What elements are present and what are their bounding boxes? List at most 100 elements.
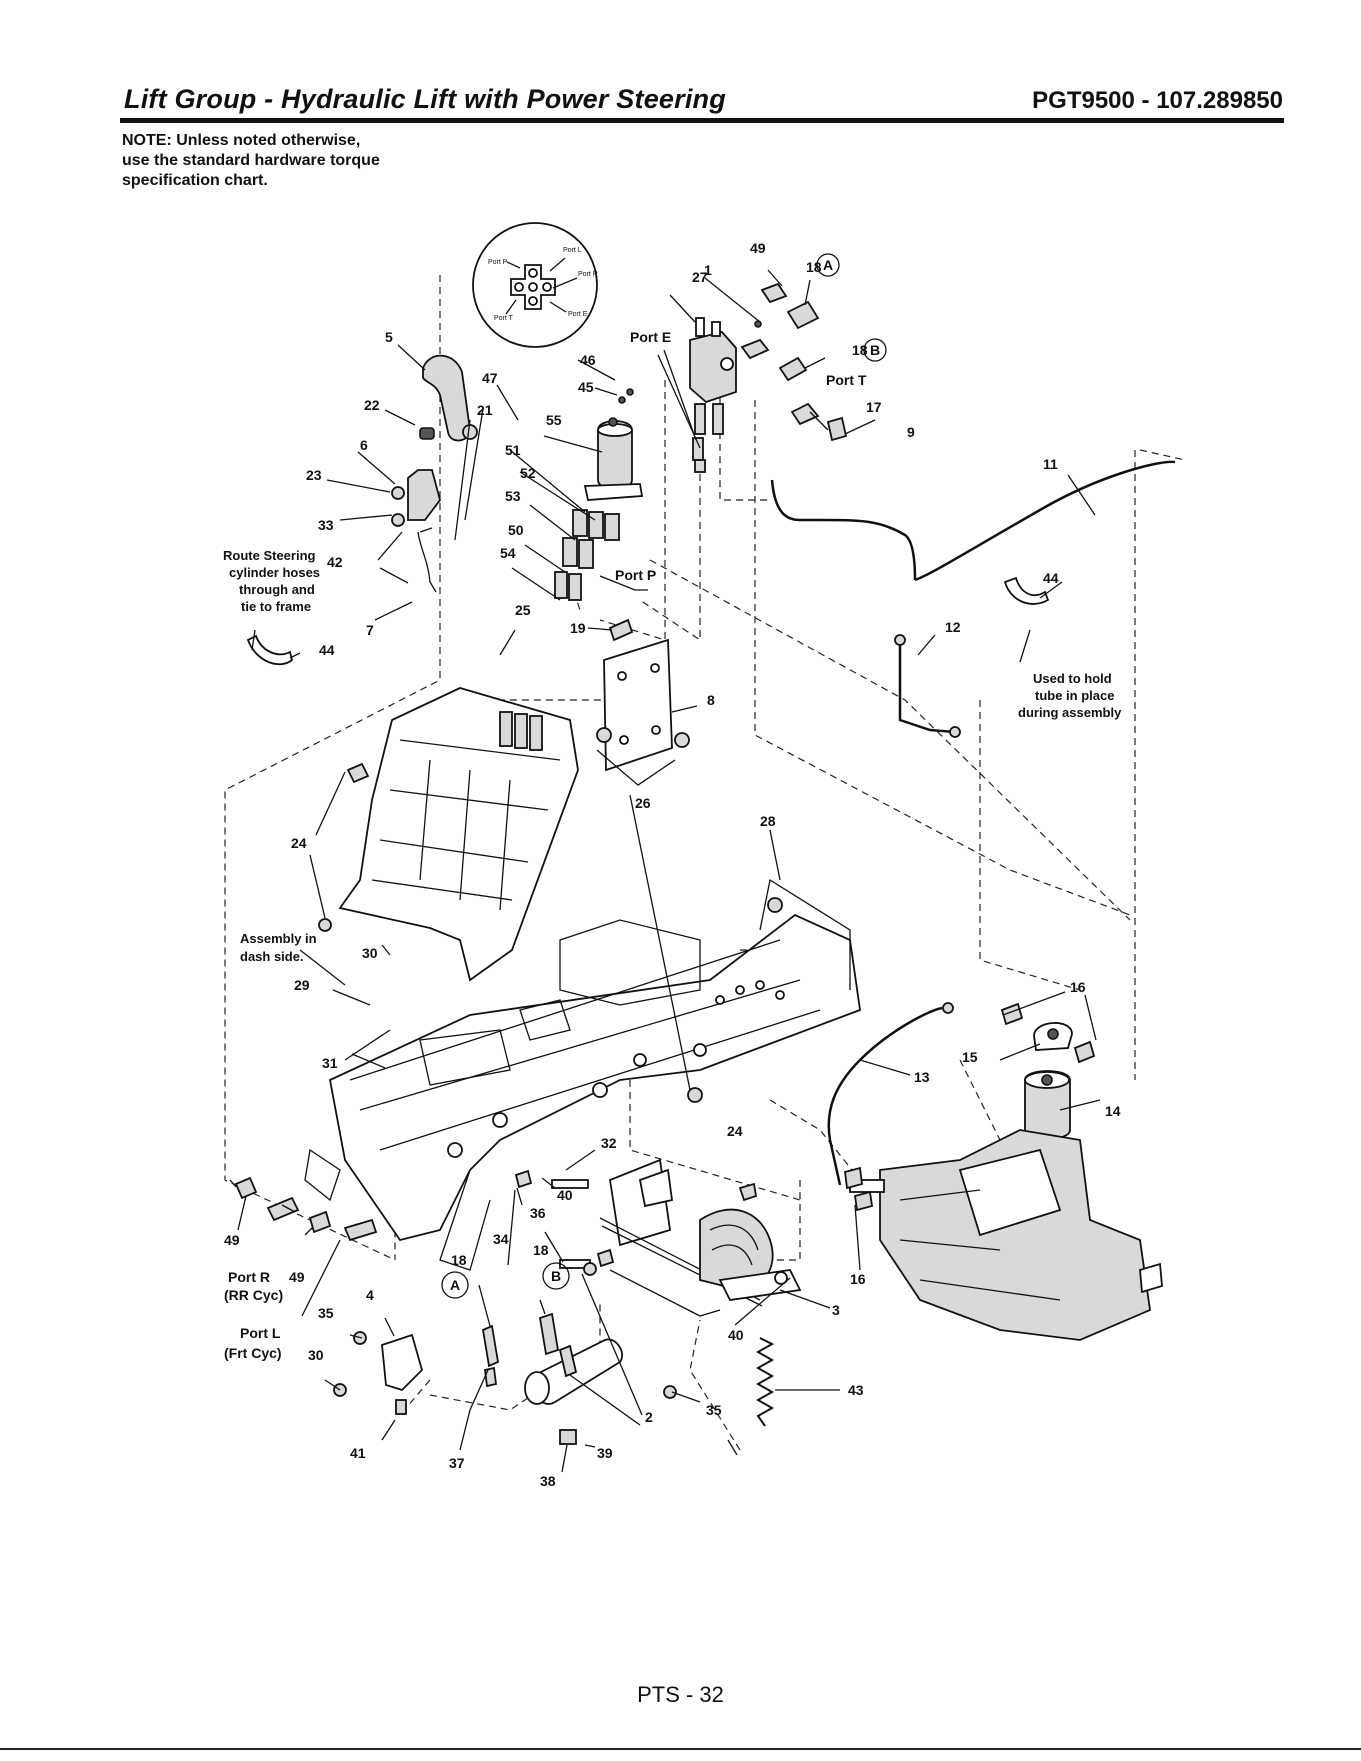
callout-6: 6: [360, 437, 368, 453]
callout-3: 3: [832, 1302, 840, 1318]
callout-51: 51: [505, 442, 521, 458]
main-frame: [304, 878, 861, 1271]
circle-b-upper: B: [870, 342, 880, 358]
circle-b-lower: B: [551, 1268, 561, 1284]
port-p-label: Port P: [615, 567, 656, 583]
callout-55: 55: [546, 412, 562, 428]
callout-21: 21: [477, 402, 493, 418]
callout-18-a-upper: 18: [806, 259, 822, 275]
callout-45: 45: [578, 379, 594, 395]
circle-a-lower: A: [450, 1277, 460, 1293]
callout-50: 50: [508, 522, 524, 538]
callout-32: 32: [601, 1135, 617, 1151]
callout-1: 1: [704, 262, 712, 278]
reference-circles: A B A B: [441, 253, 887, 1299]
callout-30-upper: 30: [362, 945, 378, 961]
lift-bracket: [514, 1158, 802, 1307]
spring: [755, 1337, 775, 1427]
callout-29: 29: [294, 977, 310, 993]
callout-19: 19: [570, 620, 586, 636]
control-valve: [689, 282, 848, 473]
callout-37: 37: [449, 1455, 465, 1471]
callout-40-upper: 40: [557, 1187, 573, 1203]
callout-34: 34: [493, 1231, 509, 1247]
used-note-line-3: during assembly: [1018, 705, 1122, 720]
inset-port-p: Port P: [488, 259, 508, 266]
callout-49-upper: 49: [750, 240, 766, 256]
used-note-line-2: tube in place: [1035, 688, 1114, 703]
callout-49-left: 49: [224, 1232, 240, 1248]
page-title: Lift Group - Hydraulic Lift with Power S…: [124, 84, 726, 114]
callout-13: 13: [914, 1069, 930, 1085]
callout-9: 9: [907, 424, 915, 440]
callout-22: 22: [364, 397, 380, 413]
callout-35-left: 35: [318, 1305, 334, 1321]
route-note-line-2: cylinder hoses: [229, 565, 320, 580]
callout-4: 4: [366, 1287, 374, 1303]
steering-tubes: [770, 460, 1176, 1186]
callout-11: 11: [1043, 456, 1058, 472]
header-rule: [120, 118, 1284, 123]
inset-port-r: Port R: [578, 271, 598, 278]
callout-16-lower: 16: [850, 1271, 866, 1287]
steering-motor: [554, 388, 644, 642]
callout-18-b-lower: 18: [533, 1242, 549, 1258]
leader-lines: [229, 269, 1101, 1473]
bottom-rule: [0, 1748, 1361, 1750]
route-note-line-3: through and: [239, 582, 315, 597]
lower-left-fittings: [234, 1176, 424, 1415]
callout-36: 36: [530, 1205, 546, 1221]
callout-24-upper: 24: [291, 835, 307, 851]
callout-49-lower: 49: [289, 1269, 305, 1285]
oil-filter: [1000, 1002, 1096, 1140]
port-t-label: Port T: [826, 372, 867, 388]
callout-5: 5: [385, 329, 393, 345]
callout-14: 14: [1105, 1103, 1121, 1119]
mounting-plate: [596, 638, 690, 772]
assembly-note-line-2: dash side.: [240, 949, 304, 964]
callout-18-a-lower: 18: [451, 1252, 467, 1268]
callout-23: 23: [306, 467, 322, 483]
note-line-2: use the standard hardware torque: [122, 152, 380, 169]
callout-53: 53: [505, 488, 521, 504]
callout-44-right: 44: [1043, 570, 1059, 586]
callout-42: 42: [327, 554, 343, 570]
diagram-notes: Route Steering cylinder hoses through an…: [223, 548, 1122, 964]
callout-15: 15: [962, 1049, 978, 1065]
callout-44-left: 44: [319, 642, 335, 658]
callout-26: 26: [635, 795, 651, 811]
callout-43: 43: [848, 1382, 864, 1398]
callout-30-lower: 30: [308, 1347, 324, 1363]
port-e-label: Port E: [630, 329, 671, 345]
port-labels: Port E Port T Port P Port R (RR Cyc) Por…: [224, 329, 867, 1361]
inset-port-l: Port L: [563, 247, 582, 254]
dash-console: [318, 687, 579, 982]
inset-port-e: Port E: [568, 311, 588, 318]
used-note-line-1: Used to hold: [1033, 671, 1112, 686]
callout-27: 27: [692, 269, 708, 285]
transaxle: [844, 1129, 1163, 1341]
callout-18-b-upper: 18: [852, 342, 868, 358]
inset-port-t: Port T: [494, 315, 514, 322]
callout-24-lower: 24: [727, 1123, 743, 1139]
page-number: PTS - 32: [637, 1682, 724, 1707]
callout-52: 52: [520, 465, 536, 481]
callout-7: 7: [366, 622, 374, 638]
callout-35-right: 35: [706, 1402, 722, 1418]
route-note-line-1: Route Steering: [223, 548, 316, 563]
callout-31: 31: [322, 1055, 338, 1071]
callout-40-lower: 40: [728, 1327, 744, 1343]
circle-a-upper: A: [823, 257, 833, 273]
callout-39: 39: [597, 1445, 613, 1461]
callout-28: 28: [760, 813, 776, 829]
steering-column-parts: [246, 354, 1050, 666]
route-note-line-4: tie to frame: [241, 599, 311, 614]
callout-33: 33: [318, 517, 334, 533]
rr-cyc-label: (RR Cyc): [224, 1287, 283, 1303]
callout-2: 2: [645, 1409, 653, 1425]
callout-25: 25: [515, 602, 531, 618]
callout-8: 8: [707, 692, 715, 708]
torque-note: NOTE: Unless noted otherwise, use the st…: [122, 131, 442, 191]
callout-47: 47: [482, 370, 498, 386]
